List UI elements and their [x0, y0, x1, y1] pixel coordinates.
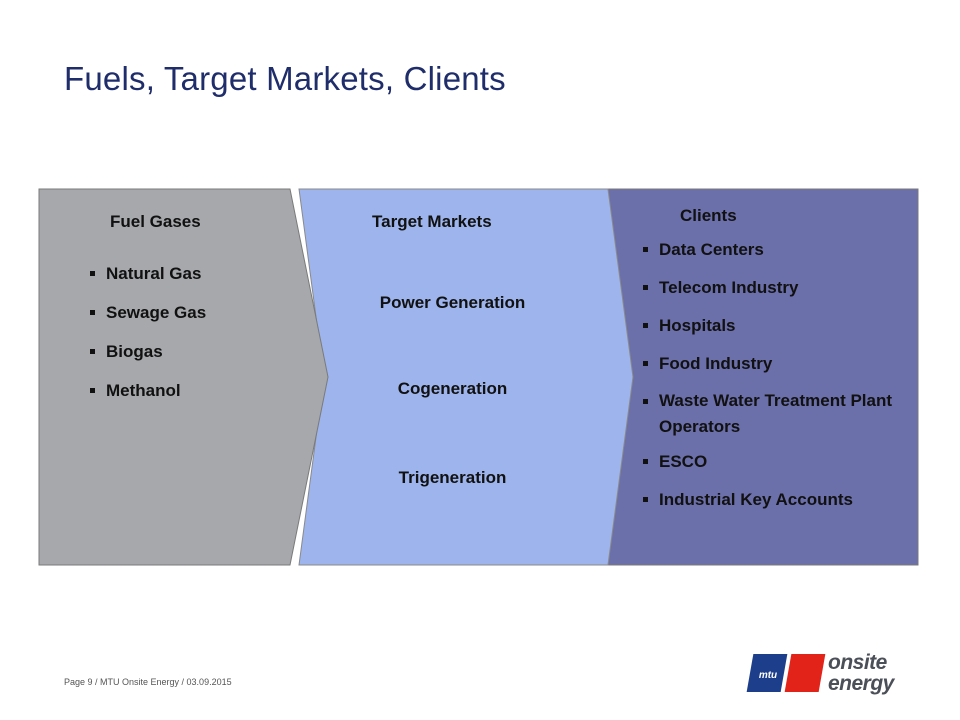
list-item-label: Sewage Gas [106, 303, 207, 322]
mtu-onsite-energy-logo: mtu onsite energy [744, 650, 922, 696]
slide-title: Fuels, Target Markets, Clients [64, 60, 506, 97]
list-item: Methanol [90, 381, 206, 420]
clients-list: Data Centers Telecom Industry Hospitals … [643, 240, 909, 528]
list-item-label: Telecom Industry [659, 278, 799, 297]
clients-panel [607, 188, 919, 566]
bullet-icon [90, 310, 95, 315]
target-markets-heading: Target Markets [372, 212, 492, 231]
bullet-icon [90, 271, 95, 276]
fuel-gases-heading: Fuel Gases [110, 212, 201, 231]
list-item-label: Waste Water Treatment Plant Operators [659, 391, 893, 436]
clients-heading: Clients [680, 206, 737, 225]
logo-word-onsite: onsite [828, 651, 887, 674]
logo-mtu-text: mtu [758, 670, 778, 681]
list-item: Telecom Industry [643, 278, 909, 316]
list-item-label: Biogas [106, 342, 163, 361]
bullet-icon [643, 497, 648, 502]
list-item-label: Industrial Key Accounts [659, 490, 853, 509]
bullet-icon [643, 399, 648, 404]
bullet-icon [643, 285, 648, 290]
list-item: Hospitals [643, 316, 909, 354]
fuel-gases-list: Natural Gas Sewage Gas Biogas Methanol [90, 264, 206, 420]
target-markets-panel [298, 188, 634, 566]
bullet-icon [643, 247, 648, 252]
bullet-icon [643, 323, 648, 328]
list-item-label: Hospitals [659, 316, 736, 335]
list-item: ESCO [643, 452, 909, 490]
bullet-icon [90, 388, 95, 393]
bullet-icon [643, 459, 648, 464]
list-item: Waste Water Treatment Plant Operators [643, 388, 909, 452]
list-item-label: Food Industry [659, 354, 773, 373]
logo-red-block [784, 654, 826, 692]
market-item: Trigeneration [398, 468, 507, 487]
list-item: Natural Gas [90, 264, 206, 303]
list-item: Sewage Gas [90, 303, 206, 342]
bullet-icon [643, 361, 648, 366]
market-item: Cogeneration [397, 379, 508, 398]
list-item-label: Methanol [106, 381, 181, 400]
list-item: Data Centers [643, 240, 909, 278]
list-item-label: Natural Gas [106, 264, 202, 283]
bullet-icon [90, 349, 95, 354]
logo-word-energy: energy [828, 672, 894, 695]
list-item: Industrial Key Accounts [643, 490, 909, 528]
fuel-gases-panel [38, 188, 329, 566]
list-item-label: Data Centers [659, 240, 764, 259]
list-item: Food Industry [643, 354, 909, 392]
list-item-label: ESCO [659, 452, 708, 471]
page-footer: Page 9 / MTU Onsite Energy / 03.09.2015 [64, 677, 232, 687]
market-item: Power Generation [379, 293, 526, 312]
list-item: Biogas [90, 342, 206, 381]
